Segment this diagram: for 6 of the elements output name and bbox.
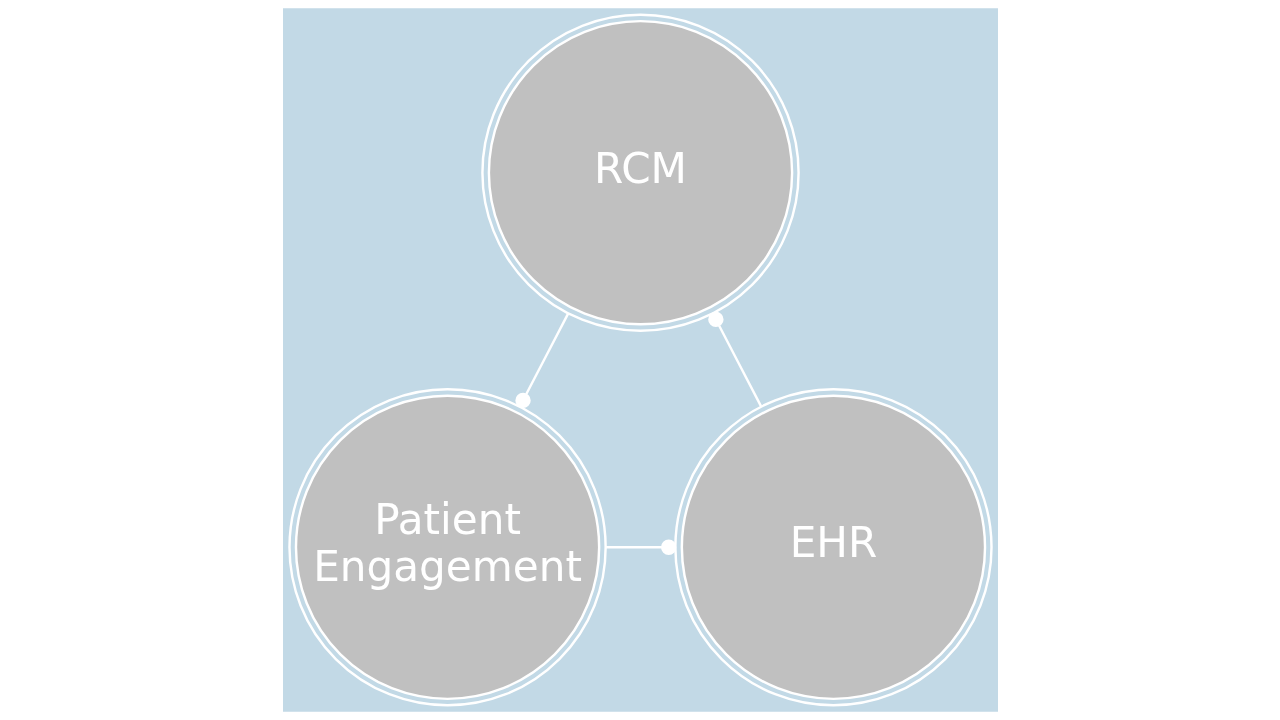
node-circle: RCM: [480, 13, 800, 333]
node-circle: EHR: [673, 387, 993, 707]
connector: [707, 311, 762, 407]
connector: [514, 313, 569, 409]
connector: [605, 539, 676, 555]
node-circle: Patient Engagement: [287, 387, 607, 707]
